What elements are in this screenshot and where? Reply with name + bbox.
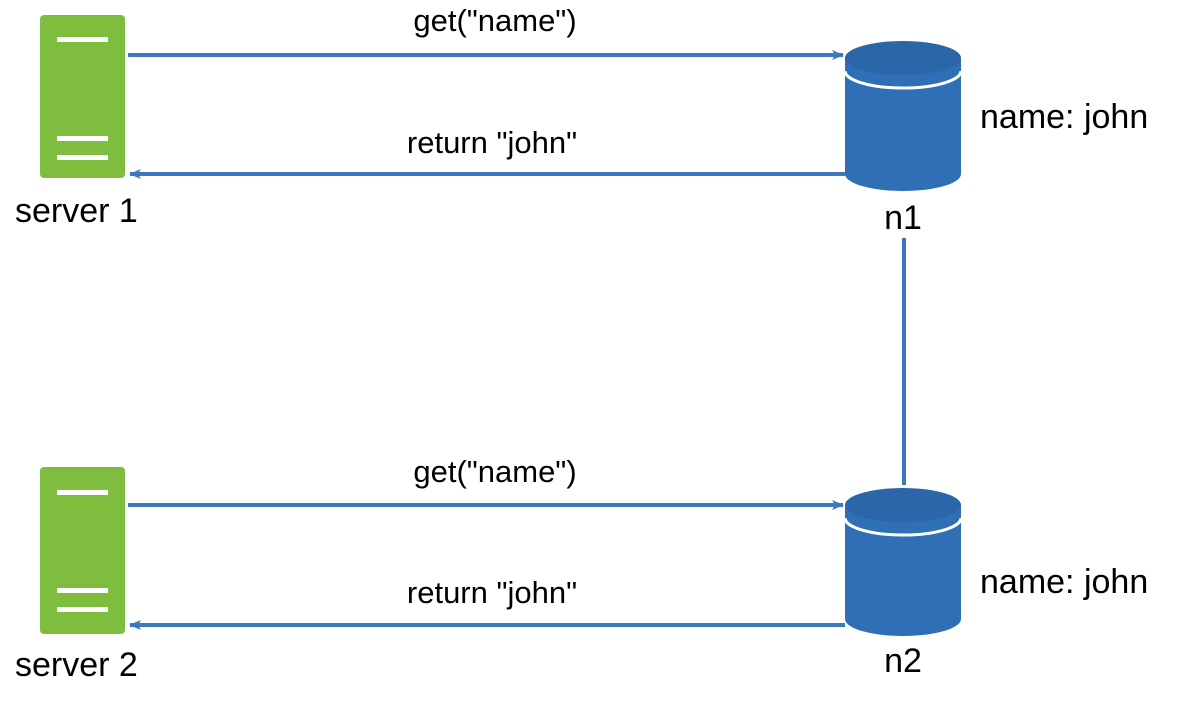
server-2-slot-bottom-b [57, 607, 108, 612]
request-label-2: get("name") [413, 454, 576, 489]
database-n2[interactable] [843, 488, 963, 636]
database-n2-icon [845, 505, 961, 636]
server-2-slot-top [57, 490, 108, 495]
response-label-1: return "john" [407, 125, 577, 160]
node-n2-data: name: john [980, 563, 1148, 601]
server-1-slot-top [57, 37, 108, 42]
database-n1[interactable] [843, 41, 963, 191]
server-2[interactable] [40, 467, 125, 634]
server-1-slot-bottom-a [57, 136, 108, 141]
server-1-slot-bottom-b [57, 155, 108, 160]
response-label-2: return "john" [407, 575, 577, 610]
server-2-label: server 2 [15, 646, 138, 684]
node-n2-label: n2 [884, 642, 922, 680]
request-label-1: get("name") [413, 3, 576, 38]
node-n1-label: n1 [884, 199, 922, 237]
server-2-slot-bottom-a [57, 588, 108, 593]
node-n1-data: name: john [980, 98, 1148, 136]
server-1[interactable] [40, 15, 125, 178]
server-1-label: server 1 [15, 192, 138, 230]
database-n1-icon [845, 58, 961, 191]
